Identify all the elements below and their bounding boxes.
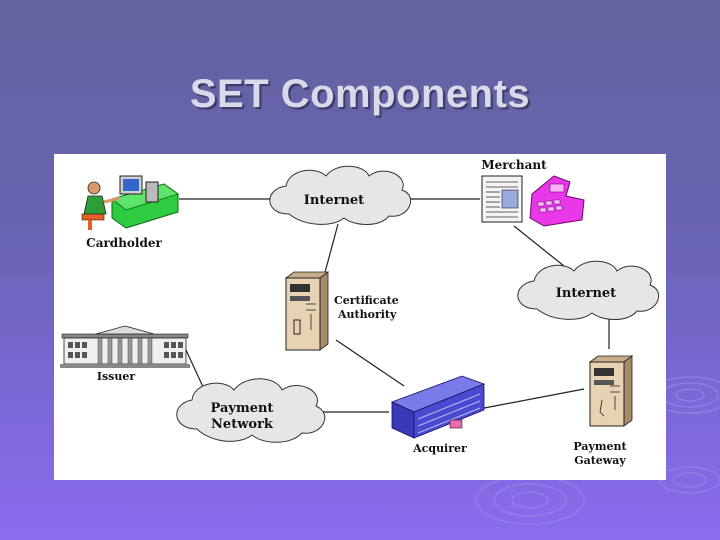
payment-network-label-1: Payment <box>211 401 274 416</box>
acquirer-label: Acquirer <box>412 442 467 455</box>
merchant-icon: Merchant <box>481 158 585 227</box>
cardholder-icon: Cardholder <box>81 175 179 250</box>
slide-title: SET Components <box>189 72 531 116</box>
ca-label-2: Authority <box>337 308 397 321</box>
line-internet-ca <box>323 223 339 277</box>
issuer-label: Issuer <box>97 370 136 383</box>
acquirer-building-icon: Acquirer <box>390 375 486 455</box>
issuer-bank-icon: Issuer <box>60 325 190 383</box>
gateway-label-1: Payment <box>573 440 627 453</box>
line-merchant-internet2 <box>513 225 565 267</box>
line-acquirer-gateway <box>478 388 585 410</box>
merchant-label: Merchant <box>481 158 547 172</box>
set-diagram: Internet Internet Payment Network Cardho… <box>60 158 660 467</box>
payment-network-cloud: Payment Network <box>176 378 326 443</box>
internet-right-label: Internet <box>556 286 616 301</box>
internet-cloud-top: Internet <box>269 165 412 225</box>
certificate-authority-server-icon: Certificate Authority <box>284 271 399 351</box>
line-ca-acquirer <box>335 339 405 387</box>
gateway-label-2: Gateway <box>574 454 626 467</box>
diagram-panel: Internet Internet Payment Network Cardho… <box>54 154 666 480</box>
internet-cloud-right: Internet <box>517 260 660 320</box>
payment-gateway-server-icon: Payment Gateway <box>573 355 634 467</box>
internet-top-label: Internet <box>304 193 364 208</box>
cardholder-label: Cardholder <box>86 236 162 250</box>
payment-network-label-2: Network <box>211 417 274 432</box>
ca-label-1: Certificate <box>334 294 399 307</box>
line-issuer-paynet <box>185 349 205 390</box>
connection-lines <box>179 198 610 413</box>
